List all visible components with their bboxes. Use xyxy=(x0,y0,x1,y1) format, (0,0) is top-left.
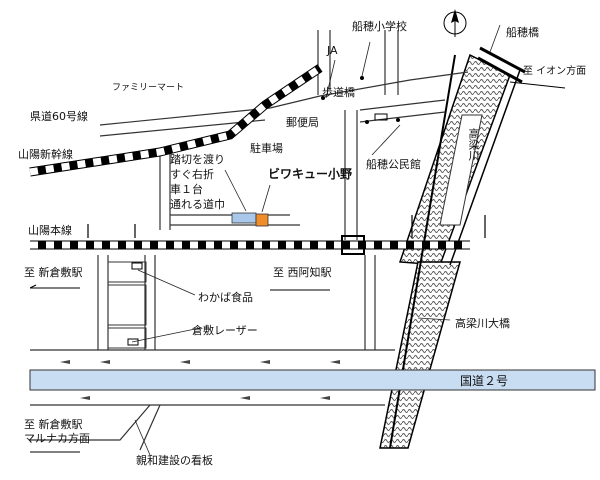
label-family-mart: ファミリーマート xyxy=(112,83,185,93)
label-to-nishiachi: 至 西阿知駅 xyxy=(273,266,332,279)
sanyo-shinkansen-line xyxy=(29,64,323,177)
label-wakaba: わかば食品 xyxy=(198,291,253,304)
north-arrow-icon xyxy=(443,9,467,37)
label-post-office: 郵便局 xyxy=(286,116,319,129)
building-markers xyxy=(127,76,400,346)
orange-square-icon xyxy=(255,213,269,227)
label-prefectural-road: 県道60号線 xyxy=(30,110,88,123)
crossing-note-line: 踏切を渡り xyxy=(170,153,225,166)
label-funao-bridge: 船穂橋 xyxy=(506,26,539,39)
label-kominkan: 船穂公民館 xyxy=(366,158,421,171)
marunaka-line: マルナカ方面 xyxy=(24,432,90,445)
label-route2: 国道２号 xyxy=(460,374,509,388)
label-river: 高梁川 xyxy=(467,128,480,161)
label-funao-elementary: 船穂小学校 xyxy=(352,20,407,33)
label-takahashi-bridge: 高梁川大橋 xyxy=(455,317,510,330)
crossing-note: 踏切を渡り すぐ右折 車１台 通れる道巾 xyxy=(170,152,225,212)
label-footbridge: 歩道橋 xyxy=(322,86,355,99)
takahashi-river xyxy=(379,53,521,449)
label-shinwa-sign: 親和建設の看板 xyxy=(136,454,213,467)
route-2-highway xyxy=(29,360,596,400)
funao-bridge-structure xyxy=(477,46,526,84)
label-to-shinkurashiki-marunaka: 至 新倉敷駅 マルナカ方面 xyxy=(24,418,90,446)
leader-lines xyxy=(131,24,501,456)
label-to-shinkurashiki: 至 新倉敷駅 xyxy=(24,266,83,279)
sanyo-main-line xyxy=(30,215,486,255)
label-parking: 駐車場 xyxy=(250,142,283,155)
crossing-note-line: すぐ右折 xyxy=(170,168,214,181)
label-ja: JA xyxy=(327,44,338,57)
crossing-note-line: 車１台 xyxy=(170,183,203,196)
crossing-note-line: 通れる道巾 xyxy=(170,198,225,211)
label-shinkansen: 山陽新幹線 xyxy=(18,148,73,161)
label-store-name: ビワキュー小野 xyxy=(268,167,353,181)
label-kurashiki-laser: 倉敷レーザー xyxy=(192,324,258,337)
label-sanyo-main: 山陽本線 xyxy=(28,224,72,237)
lots xyxy=(107,261,147,349)
marunaka-line: 至 新倉敷駅 xyxy=(24,418,83,431)
label-to-aeon: 至 イオン方面 xyxy=(523,66,587,77)
direction-arrows xyxy=(29,81,566,453)
